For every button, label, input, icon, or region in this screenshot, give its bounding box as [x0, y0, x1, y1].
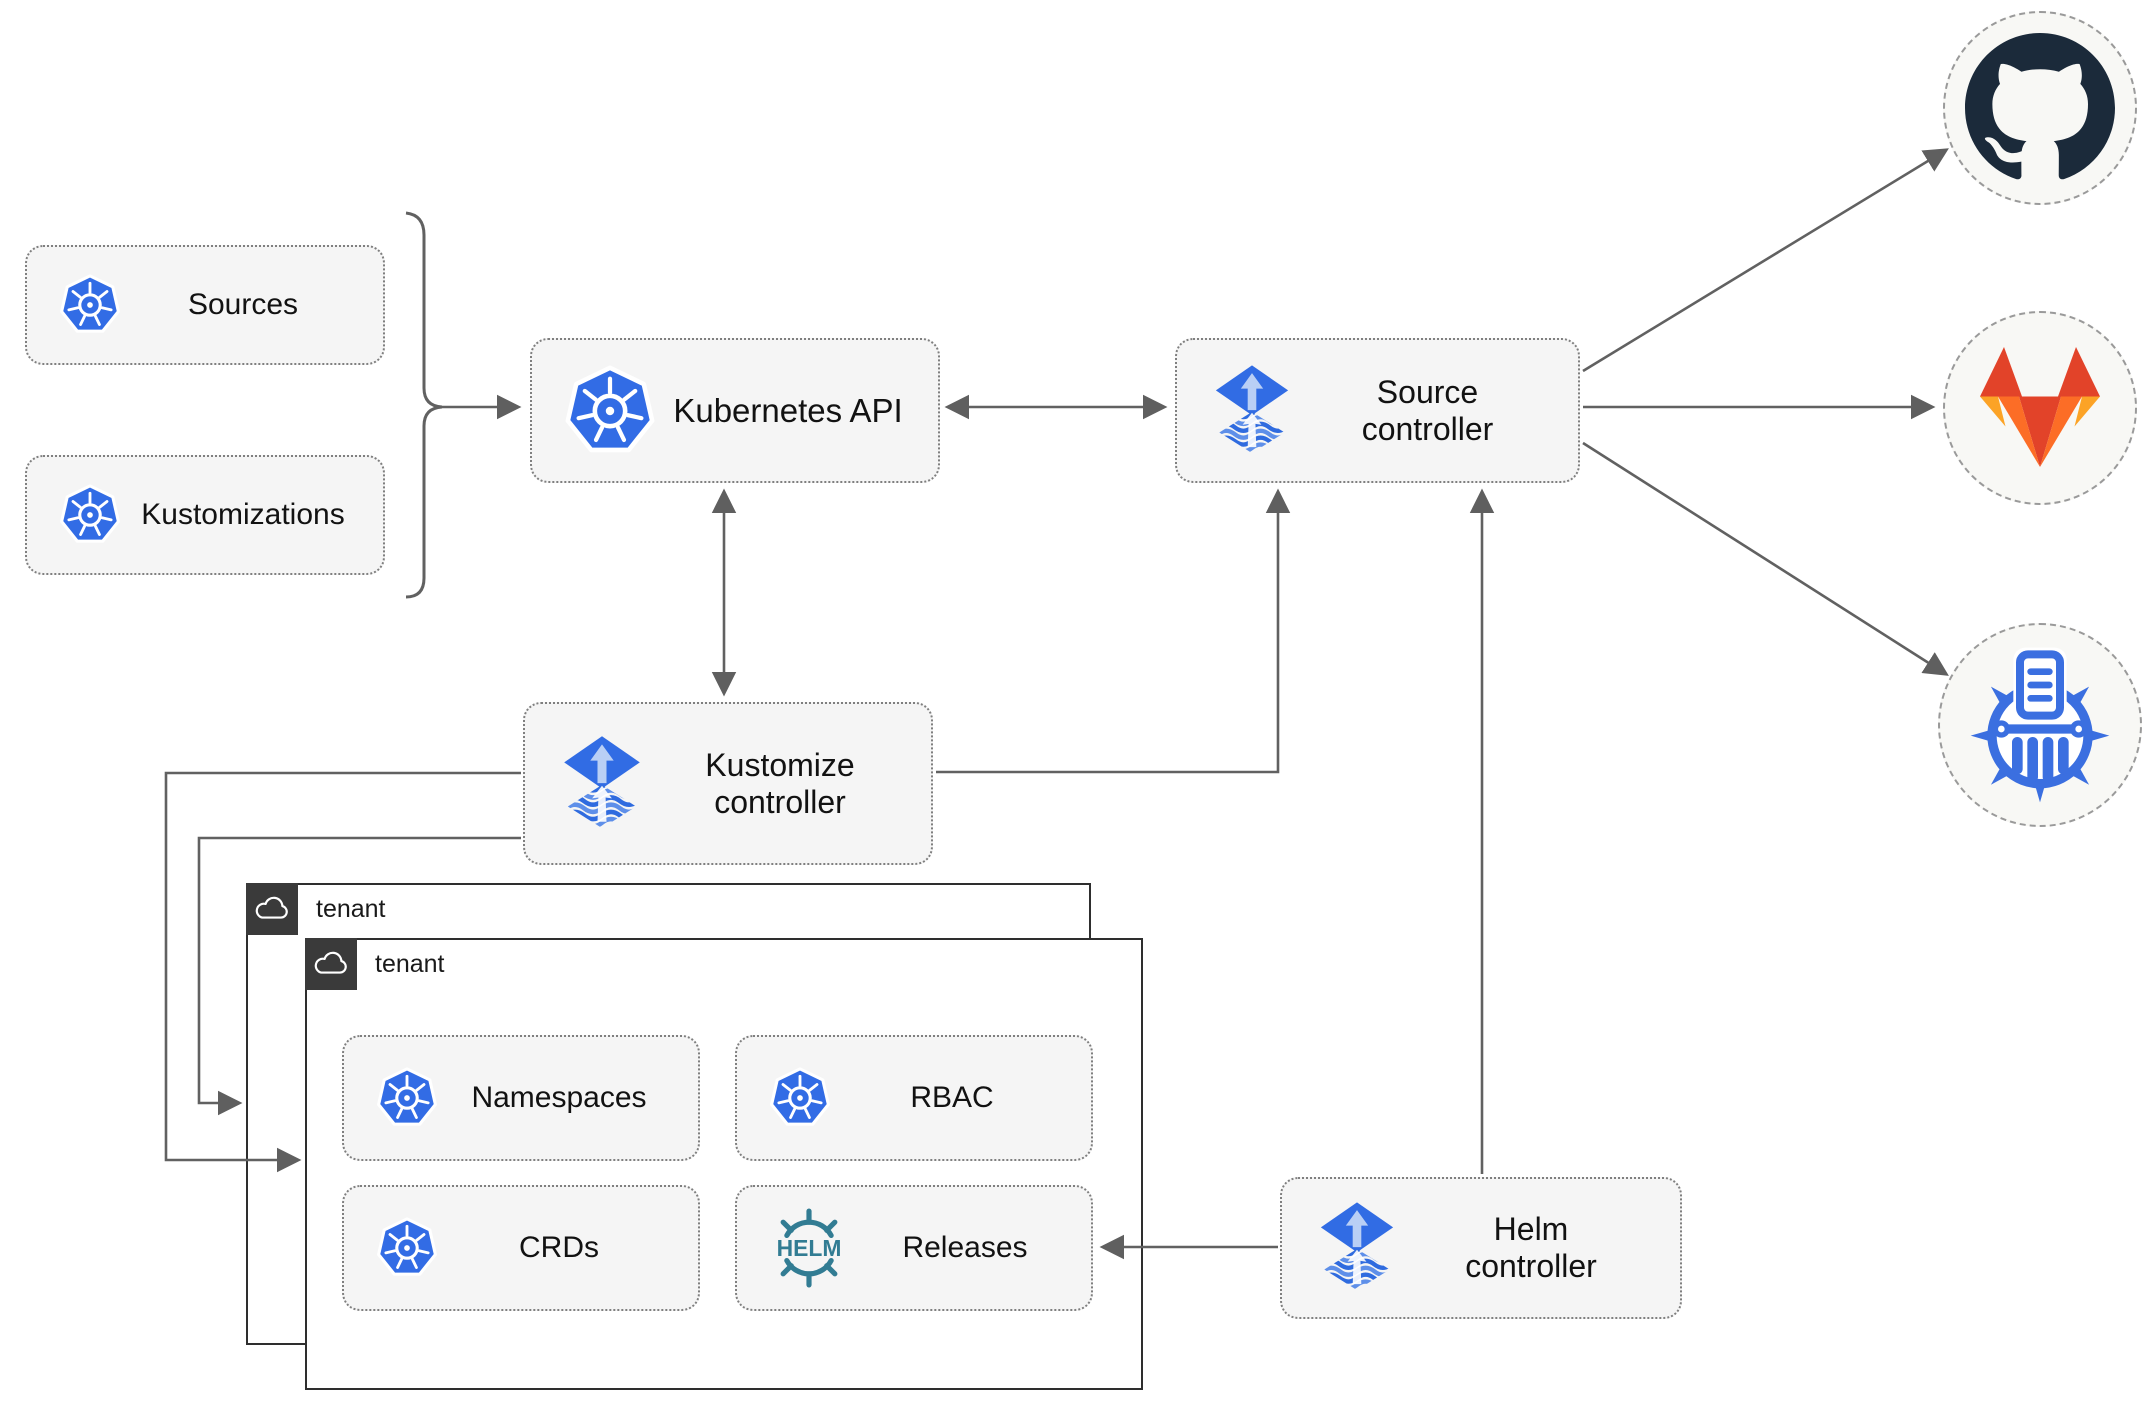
connector-brace	[405, 211, 443, 599]
tenant-back-badge	[246, 883, 298, 935]
node-namespaces: Namespaces	[342, 1035, 700, 1161]
kubernetes-icon	[376, 1065, 438, 1131]
gitlab-icon	[1965, 341, 2115, 476]
node-helm-controller: Helm controller	[1280, 1177, 1682, 1319]
node-sources: Sources	[25, 245, 385, 365]
connector-source-registry	[1582, 441, 1949, 676]
kubernetes-icon	[564, 362, 656, 460]
node-crds-label: CRDs	[519, 1230, 599, 1264]
node-kustomizations-label: Kustomizations	[141, 497, 345, 531]
node-kubernetes-api: Kubernetes API	[530, 338, 940, 483]
node-releases-label: Releases	[902, 1230, 1028, 1264]
cloud-icon	[313, 951, 349, 978]
tenant-box-front	[305, 938, 1143, 1390]
tenant-front-badge	[305, 938, 357, 990]
connector-kustomize-source	[936, 488, 1291, 774]
kubernetes-icon	[59, 482, 121, 548]
flux-icon	[557, 734, 647, 834]
node-rbac: RBAC	[735, 1035, 1093, 1161]
node-rbac-label: RBAC	[910, 1080, 994, 1114]
node-source-controller-label: Source controller	[1361, 373, 1494, 447]
node-namespaces-label: Namespaces	[471, 1080, 647, 1114]
node-crds: CRDs	[342, 1185, 700, 1311]
kubernetes-icon	[769, 1065, 831, 1131]
hub-github	[1943, 11, 2137, 205]
hub-gitlab	[1943, 311, 2137, 505]
kubernetes-icon	[376, 1215, 438, 1281]
chartmuseum-registry-icon	[1960, 645, 2120, 805]
node-source-controller: Source controller	[1175, 338, 1580, 483]
github-icon	[1965, 33, 2115, 183]
node-sources-label: Sources	[187, 287, 299, 321]
node-kustomizations: Kustomizations	[25, 455, 385, 575]
tenant-back-label: tenant	[316, 895, 386, 923]
connector-source-github	[1582, 148, 1949, 373]
node-releases: Releases	[735, 1185, 1093, 1311]
node-kubernetes-api-label: Kubernetes API	[673, 391, 903, 429]
tenant-front-label: tenant	[375, 950, 445, 978]
node-kustomize-controller: Kustomize controller	[523, 702, 933, 865]
flux-icon	[1314, 1200, 1400, 1296]
flux-icon	[1209, 363, 1295, 459]
node-kustomize-controller-label: Kustomize controller	[705, 746, 855, 820]
helm-logo-icon	[761, 1207, 857, 1289]
node-helm-controller-label: Helm controller	[1465, 1211, 1597, 1284]
cloud-icon	[254, 896, 290, 923]
hub-registry	[1938, 623, 2142, 827]
kubernetes-icon	[59, 272, 121, 338]
